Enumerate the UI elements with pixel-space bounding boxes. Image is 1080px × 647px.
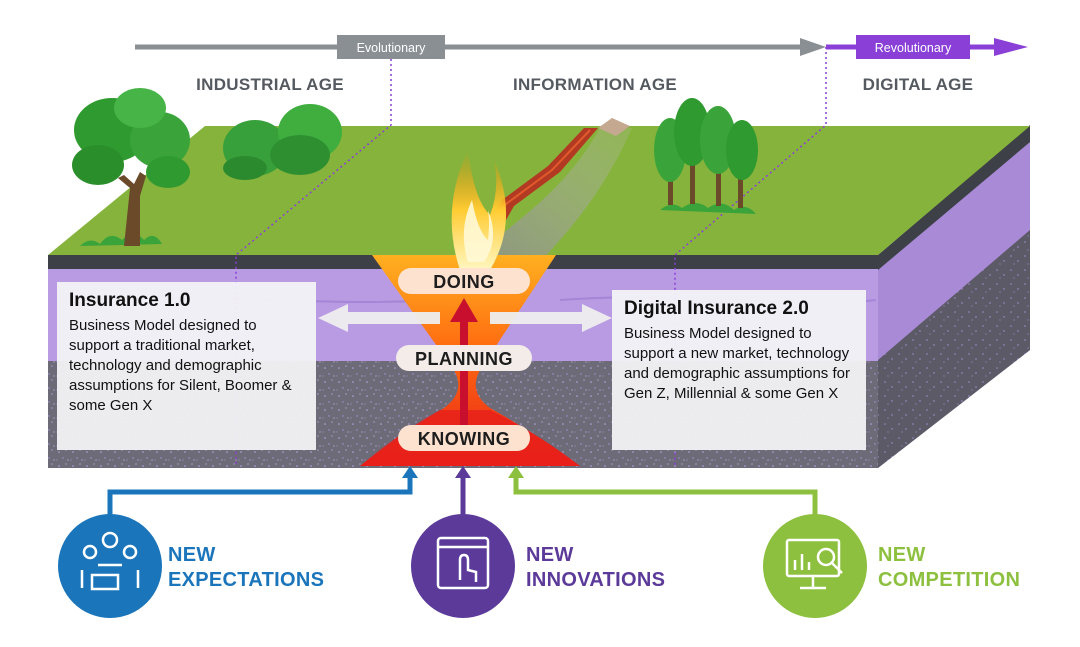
revolutionary-arrowhead (994, 38, 1028, 56)
insurance-1-title: Insurance 1.0 (69, 290, 191, 311)
tree-trunk (118, 172, 146, 246)
expectations-label-line1: NEW (168, 544, 216, 566)
planning-pill (396, 345, 532, 371)
rising-arrow-shaft (460, 318, 468, 438)
revolutionary-tag-bg (856, 35, 970, 59)
doing-label: DOING (433, 272, 495, 292)
innovations-label-line2: INNOVATIONS (526, 569, 666, 591)
touch-screen-icon (436, 536, 490, 590)
knowing-pill (398, 425, 530, 451)
innovations-label: NEW INNOVATIONS (526, 543, 665, 593)
competition-label-line2: COMPETITION (878, 569, 1021, 591)
trees-right (654, 98, 758, 214)
rising-arrow-head (450, 298, 478, 322)
competition-label-line1: NEW (878, 544, 926, 566)
volcano: DOING PLANNING KNOWING (318, 150, 612, 466)
competition-circle (763, 514, 867, 618)
evolutionary-tag-bg (337, 35, 445, 59)
digital-insurance-2-title: Digital Insurance 2.0 (624, 298, 809, 319)
expectations-label-line2: EXPECTATIONS (168, 569, 325, 591)
insurance-1-body: Business Model designed to support a tra… (69, 317, 292, 414)
digital-age-label: DIGITAL AGE (863, 75, 974, 94)
expectations-label: NEW EXPECTATIONS (168, 543, 324, 593)
insurance-1-card: Insurance 1.0 Business Model designed to… (57, 282, 316, 450)
people-meeting-icon (80, 531, 140, 591)
innovations-circle (411, 514, 515, 618)
left-white-arrow (318, 304, 440, 332)
lava-crack (478, 128, 598, 248)
smoke (470, 128, 632, 262)
knowing-label: KNOWING (418, 429, 511, 449)
planning-label: PLANNING (415, 349, 513, 369)
competition-label: NEW COMPETITION (878, 543, 1020, 593)
competition-connector (513, 476, 818, 528)
industrial-age-label: INDUSTRIAL AGE (196, 75, 344, 94)
expectations-connector (107, 476, 413, 528)
analytics-icon (785, 538, 843, 590)
driver-expectations (58, 514, 162, 618)
doing-pill (398, 268, 530, 294)
trees-left (72, 88, 342, 246)
information-age-label: INFORMATION AGE (513, 75, 677, 94)
innovations-label-line1: NEW (526, 544, 574, 566)
driver-innovations (411, 514, 515, 618)
driver-competition (763, 514, 867, 618)
evolutionary-arrowhead (800, 38, 826, 56)
digital-insurance-2-card: Digital Insurance 2.0 Business Model des… (612, 290, 866, 450)
timeline: Evolutionary Revolutionary INDUSTRIAL AG… (135, 35, 1028, 94)
right-white-arrow (490, 304, 612, 332)
evolutionary-tag: Evolutionary (357, 41, 427, 55)
digital-insurance-2-body: Business Model designed to support a new… (624, 325, 850, 402)
revolutionary-tag: Revolutionary (875, 41, 952, 55)
